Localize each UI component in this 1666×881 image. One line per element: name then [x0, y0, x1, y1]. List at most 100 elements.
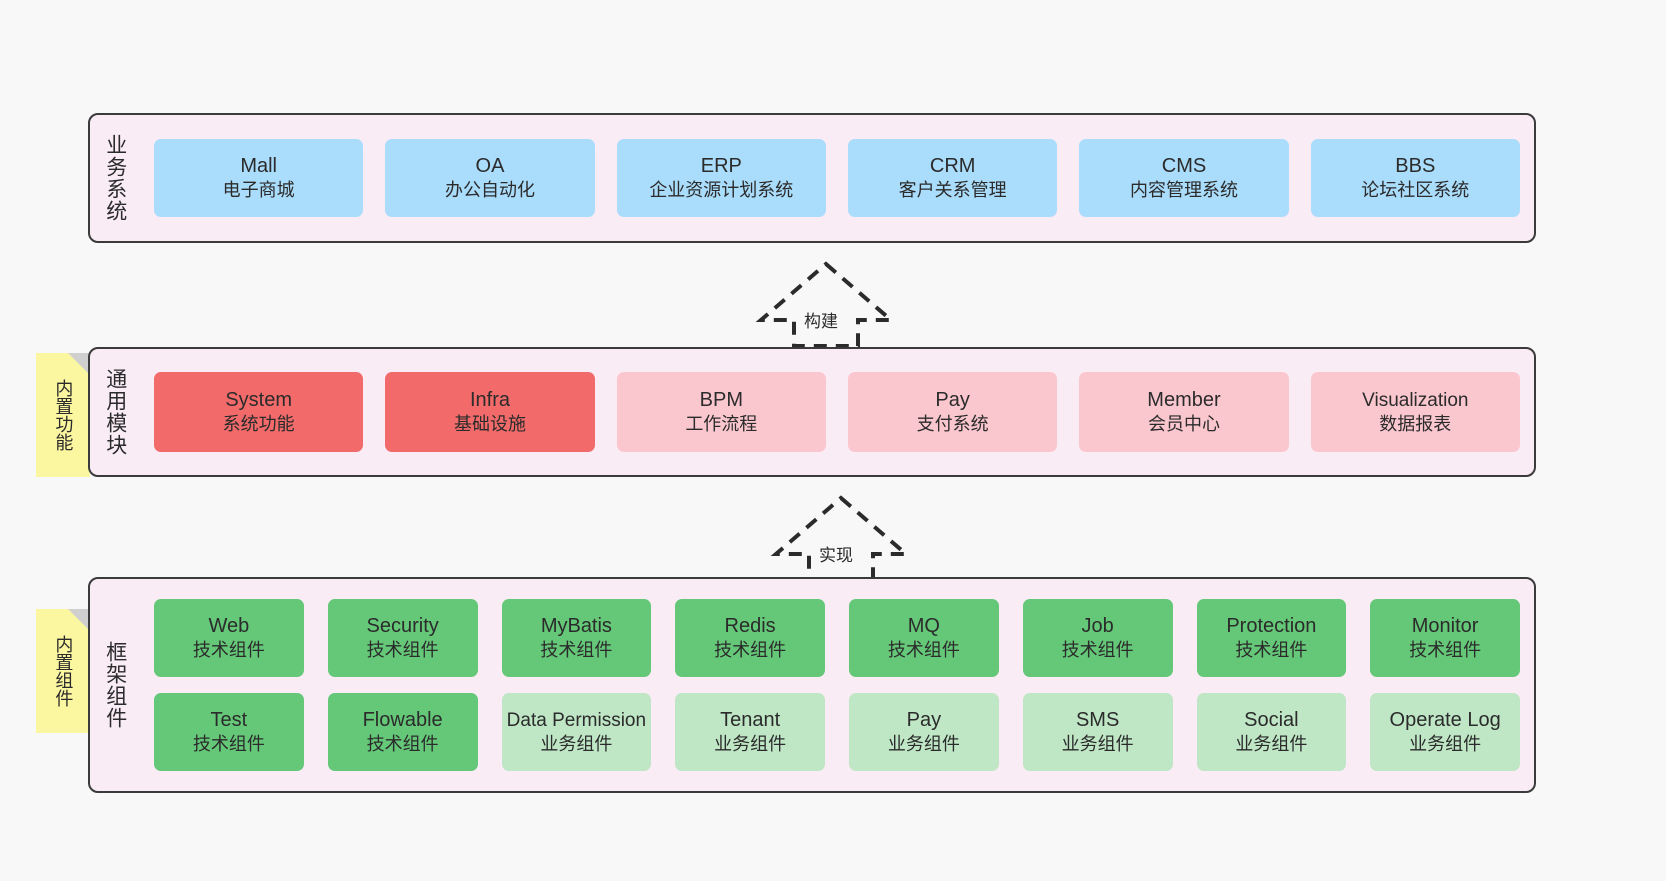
- note-builtin-function-label: 内置功能: [53, 379, 74, 451]
- card-title-en: Web: [208, 615, 250, 638]
- card-title-cn: 业务组件: [887, 734, 960, 755]
- card-title-cn: 办公自动化: [444, 180, 535, 201]
- card-title-en: CMS: [1161, 155, 1207, 178]
- card-title-en: Flowable: [362, 709, 443, 732]
- card-title-cn: 技术组件: [714, 640, 787, 661]
- connector-build: 构建: [755, 258, 897, 348]
- card-title-cn: 业务组件: [1409, 734, 1482, 755]
- layer-title-common-module: 通用模块: [103, 368, 127, 456]
- card-title-cn: 技术组件: [1409, 640, 1482, 661]
- connector-implement: 实现: [770, 492, 912, 582]
- card-title-en: Social: [1244, 709, 1299, 732]
- card-title-cn: 技术组件: [887, 640, 960, 661]
- card-title-cn: 论坛社区系统: [1361, 180, 1470, 201]
- card-title-en: Job: [1081, 615, 1114, 638]
- card-title-cn: 业务组件: [1235, 734, 1308, 755]
- layer-title-framework-component: 框架组件: [103, 641, 127, 729]
- card-title-cn: 技术组件: [1235, 640, 1308, 661]
- card-title-cn: 客户关系管理: [898, 180, 1007, 201]
- card-title-en: Monitor: [1411, 615, 1479, 638]
- card-title-en: Data Permission: [506, 710, 647, 732]
- note-fold-corner: [68, 353, 90, 375]
- card-title-en: BBS: [1395, 155, 1436, 178]
- card-title-cn: 技术组件: [540, 640, 613, 661]
- card-title-en: Pay: [906, 709, 942, 732]
- layer-title-business-system: 业务系统: [103, 134, 127, 222]
- card-title-en: CRM: [929, 155, 976, 178]
- card-title-cn: 技术组件: [192, 640, 265, 661]
- card-title-cn: 基础设施: [453, 414, 526, 435]
- card-title-en: MQ: [907, 615, 940, 638]
- card-title-en: Pay: [935, 389, 970, 412]
- card-title-cn: 支付系统: [916, 414, 989, 435]
- build-arrow-icon: [755, 261, 897, 348]
- card-title-en: Infra: [469, 389, 510, 412]
- card-title-en: Security: [366, 615, 439, 638]
- card-title-en: Visualization: [1362, 390, 1469, 412]
- connector-build-label: 构建: [804, 312, 838, 331]
- note-builtin-component: 内置组件: [36, 609, 90, 733]
- card-title-en: OA: [475, 155, 505, 178]
- card-title-cn: 业务组件: [540, 733, 613, 754]
- card-title-cn: 业务组件: [1061, 734, 1134, 755]
- card-title-en: Redis: [724, 615, 776, 638]
- card-title-en: Mall: [240, 155, 277, 178]
- card-title-en: Member: [1147, 389, 1221, 412]
- card-title-en: Tenant: [720, 709, 781, 732]
- card-title-cn: 技术组件: [1061, 640, 1134, 661]
- card-title-en: Operate Log: [1389, 709, 1501, 732]
- card-title-cn: 系统功能: [222, 414, 295, 435]
- note-builtin-function: 内置功能: [36, 353, 90, 477]
- card-title-en: BPM: [699, 389, 743, 412]
- card-title-cn: 数据报表: [1379, 413, 1452, 434]
- card-title-cn: 会员中心: [1147, 414, 1220, 435]
- card-title-en: Test: [210, 709, 248, 732]
- card-title-cn: 电子商城: [222, 180, 295, 201]
- card-title-en: Protection: [1226, 615, 1317, 638]
- card-title-en: MyBatis: [540, 615, 612, 638]
- card-title-en: SMS: [1075, 709, 1120, 732]
- card-title-cn: 企业资源计划系统: [649, 180, 794, 201]
- implement-arrow-icon: [770, 495, 912, 582]
- card-title-cn: 技术组件: [366, 734, 439, 755]
